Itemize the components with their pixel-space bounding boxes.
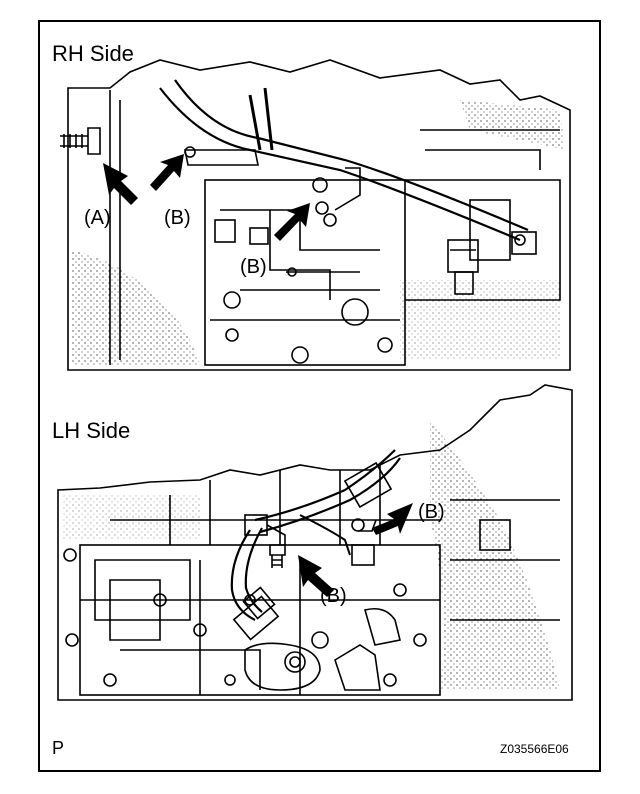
callout-b-1: (B) [164, 207, 191, 229]
rh-pointer-arrows [103, 154, 310, 241]
rh-side-title: RH Side [52, 41, 134, 66]
callout-b-2: (B) [240, 256, 267, 278]
callout-b-3: (B) [418, 501, 445, 523]
arrow-to-bolt-b-4 [298, 555, 334, 597]
lh-side-illustration [57, 384, 573, 701]
rh-side-illustration [60, 59, 571, 371]
figure-code: Z035566E06 [500, 742, 569, 756]
arrow-to-bolt-b-1 [150, 154, 184, 191]
corner-mark: P [52, 738, 64, 758]
lh-pointer-arrows [298, 503, 413, 597]
arrow-to-bolt-a [103, 163, 138, 205]
arrow-to-bolt-b-3 [372, 503, 413, 535]
callout-b-4: (B) [320, 585, 347, 607]
callout-a: (A) [84, 207, 111, 229]
arrow-to-bolt-b-2 [274, 203, 310, 241]
lh-side-title: LH Side [52, 418, 130, 443]
